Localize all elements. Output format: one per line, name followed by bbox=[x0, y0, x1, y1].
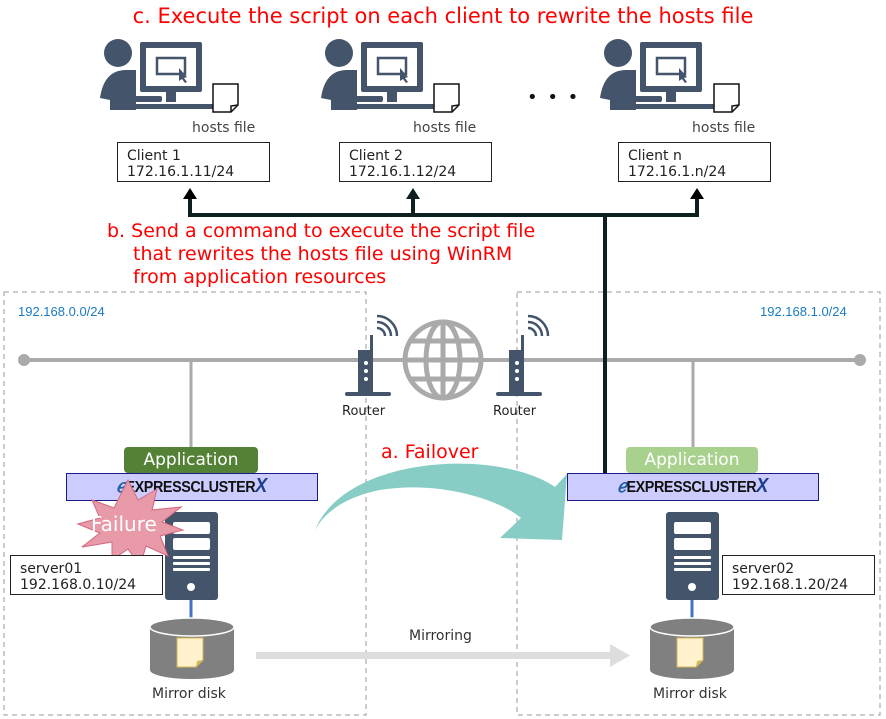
server02-application-box: Application bbox=[626, 447, 758, 473]
cluster-logo-e-icon: ℯ bbox=[617, 476, 628, 496]
server02-tower-icon bbox=[666, 512, 719, 600]
mirror-disk-icon-left bbox=[149, 617, 235, 679]
failure-label: Failure bbox=[91, 512, 157, 536]
mirroring-label: Mirroring bbox=[409, 628, 472, 644]
client-ip: 172.16.1.n/24 bbox=[628, 164, 727, 180]
network-endpoint-right bbox=[854, 354, 866, 366]
failover-arrow bbox=[315, 463, 567, 540]
arrowhead-client1 bbox=[183, 188, 197, 199]
mirror-disk-label-right: Mirror disk bbox=[653, 686, 727, 702]
client-ip: 172.16.1.12/24 bbox=[349, 164, 457, 180]
server02-cluster-bar: ℯEXPRESSCLUSTERX bbox=[567, 473, 819, 501]
server-name: server01 bbox=[20, 561, 83, 577]
router-icon-left bbox=[345, 314, 399, 396]
step-b-line-2: that rewrites the hosts file using WinRM bbox=[133, 243, 513, 265]
hosts-file-icon bbox=[713, 83, 740, 113]
network-endpoint-left bbox=[18, 354, 30, 366]
client-computer-icon bbox=[600, 39, 716, 110]
client-2-box: Client 2 172.16.1.12/24 bbox=[339, 142, 492, 182]
client-ip: 172.16.1.11/24 bbox=[127, 164, 235, 180]
hosts-file-icon bbox=[433, 83, 460, 113]
router-label-left: Router bbox=[342, 404, 386, 419]
server-ip: 192.168.1.20/24 bbox=[732, 577, 849, 593]
server01-info-box: server01 192.168.0.10/24 bbox=[10, 555, 163, 595]
client-computer-icon bbox=[321, 39, 437, 110]
hosts-file-label: hosts file bbox=[692, 120, 756, 136]
step-a-note: a. Failover bbox=[381, 441, 479, 463]
arrowhead-client2 bbox=[406, 188, 420, 199]
router-label-right: Router bbox=[493, 404, 537, 419]
server01-application-box: Application bbox=[124, 447, 258, 473]
arrowhead-clientn bbox=[690, 188, 704, 199]
router-icon-right bbox=[496, 314, 550, 396]
mirror-disk-icon-right bbox=[649, 617, 735, 679]
hosts-file-icon bbox=[212, 83, 239, 113]
cluster-product-suffix: X bbox=[756, 475, 769, 497]
cluster-product-suffix: X bbox=[255, 475, 268, 497]
cluster-logo: ℯEXPRESSCLUSTERX bbox=[617, 474, 769, 500]
server-name: server02 bbox=[732, 561, 795, 577]
client-1-box: Client 1 172.16.1.11/24 bbox=[117, 142, 270, 182]
mirroring-arrow bbox=[256, 644, 630, 667]
server-ip: 192.168.0.10/24 bbox=[20, 577, 137, 593]
step-c-note: c. Execute the script on each client to … bbox=[132, 4, 754, 28]
client-n-box: Client n 172.16.1.n/24 bbox=[618, 142, 771, 182]
more-clients-ellipsis: • • • bbox=[527, 87, 581, 108]
hosts-file-label: hosts file bbox=[413, 120, 477, 136]
server02-info-box: server02 192.168.1.20/24 bbox=[722, 555, 875, 595]
client-computer-icon bbox=[100, 39, 216, 110]
server01-tower-icon bbox=[165, 512, 218, 600]
site-left-boundary bbox=[3, 291, 367, 716]
command-path bbox=[188, 198, 699, 473]
client-name: Client 1 bbox=[127, 148, 181, 164]
step-b-line-3: from application resources bbox=[133, 266, 387, 288]
internet-globe-icon bbox=[402, 319, 484, 401]
step-b-line-1: b. Send a command to execute the script … bbox=[107, 220, 536, 242]
cluster-logo: ℯEXPRESSCLUSTERX bbox=[117, 474, 268, 500]
cluster-product-name: EXPRESSCLUSTER bbox=[626, 479, 757, 496]
mirror-disk-label-left: Mirror disk bbox=[152, 686, 226, 702]
step-b-note: b. Send a command to execute the script … bbox=[107, 220, 535, 289]
cluster-product-name: EXPRESSCLUSTER bbox=[125, 479, 256, 496]
client-name: Client 2 bbox=[349, 148, 403, 164]
network-label-right: 192.168.1.0/24 bbox=[760, 304, 847, 319]
network-label-left: 192.168.0.0/24 bbox=[18, 304, 105, 319]
server01-cluster-bar: ℯEXPRESSCLUSTERX bbox=[66, 473, 318, 501]
client-name: Client n bbox=[628, 148, 682, 164]
hosts-file-label: hosts file bbox=[192, 120, 256, 136]
